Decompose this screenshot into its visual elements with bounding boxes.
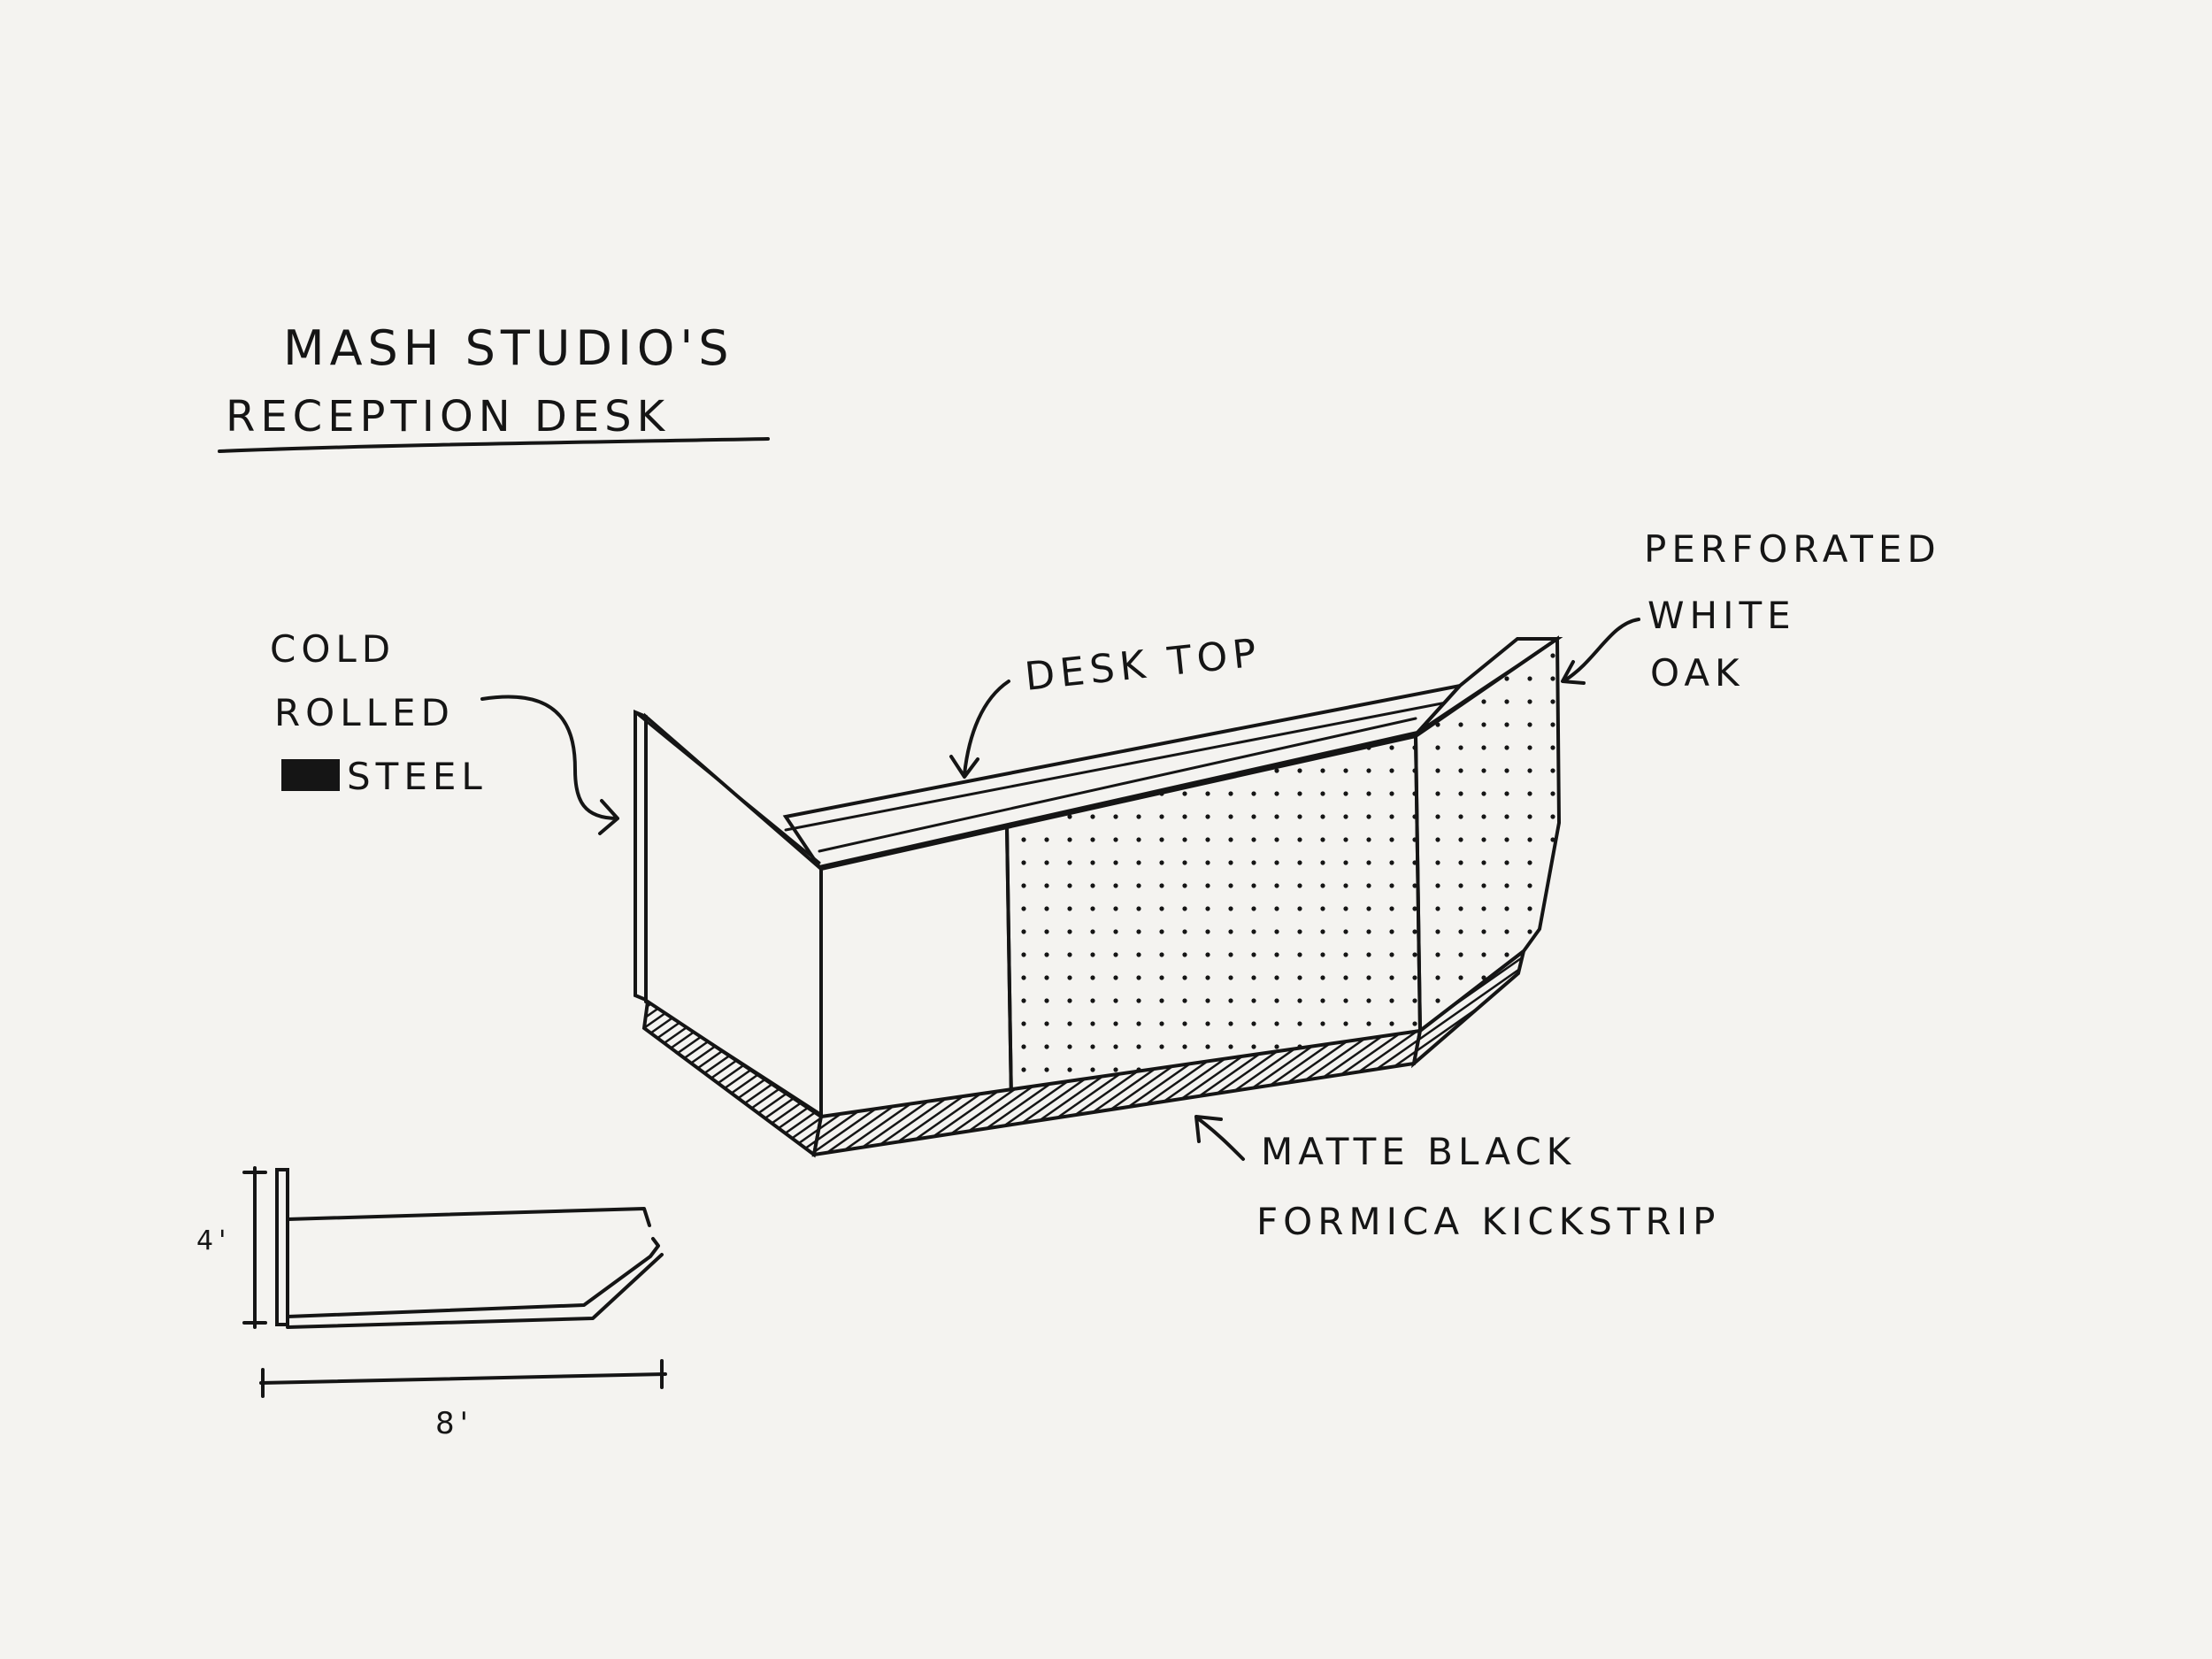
arrow-kickstrip: [1194, 1115, 1245, 1161]
arrow-desk-top: [949, 680, 1010, 779]
label-kickstrip-line-1: MATTE BLACK: [1261, 1130, 1576, 1173]
plan-steel-end: [275, 1168, 289, 1326]
arrow-oak: [1561, 618, 1640, 685]
label-steel-line-1: COLD: [270, 627, 396, 671]
plan-desk-outline: [286, 1207, 664, 1329]
label-kickstrip: MATTE BLACK FORMICA KICKSTRIP: [1194, 1115, 1720, 1243]
label-desk-top-text: DESK TOP: [1023, 630, 1263, 700]
steel-front-left-panel: [644, 712, 823, 1118]
label-steel-line-3: STEEL: [347, 755, 488, 798]
scribbled-out-mark: [281, 759, 340, 791]
title-block: MASH STUDIO'S RECEPTION DESK: [218, 320, 770, 453]
arrow-steel: [480, 695, 619, 835]
label-oak-line-3: OAK: [1650, 651, 1745, 695]
title-line-1: MASH STUDIO'S: [283, 320, 734, 376]
kickstrip-right: [1410, 946, 1527, 1069]
title-line-2: RECEPTION DESK: [226, 392, 670, 442]
plan-width-dimension: [259, 1372, 667, 1385]
plan-diagram: 4' 8': [196, 1166, 667, 1441]
label-steel-line-2: ROLLED: [274, 691, 455, 734]
label-cold-rolled-steel: COLD ROLLED STEEL: [270, 627, 619, 835]
desk-drawing: [634, 635, 1563, 1158]
plan-height-label: 4': [196, 1225, 231, 1256]
label-perforated-white-oak: PERFORATED WHITE OAK: [1561, 527, 1941, 695]
title-underline: [218, 437, 770, 453]
steel-front-panel: [819, 825, 1014, 1122]
label-oak-line-1: PERFORATED: [1644, 527, 1941, 571]
plan-width-label: 8': [435, 1406, 473, 1441]
label-kickstrip-line-2: FORMICA KICKSTRIP: [1256, 1200, 1720, 1243]
label-oak-line-2: WHITE: [1647, 594, 1796, 637]
